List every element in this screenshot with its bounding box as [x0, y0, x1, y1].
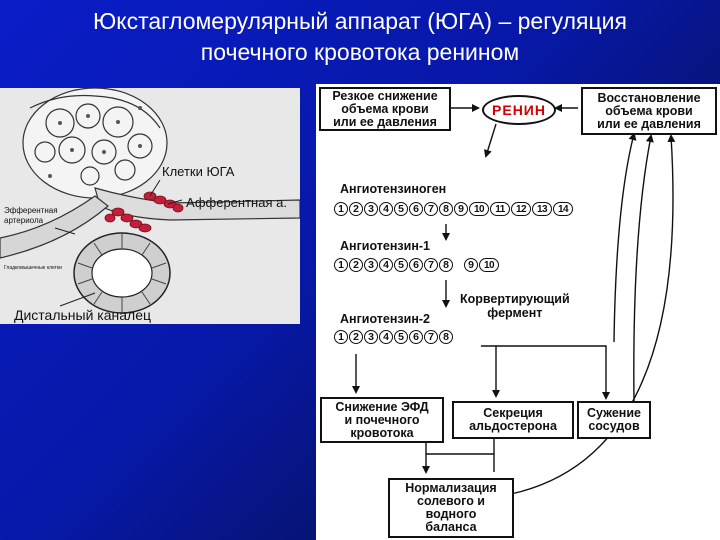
- label-efferent-line1: Эфферентная: [4, 206, 58, 215]
- effect-aldosterone-box: Секреция альдостерона: [452, 401, 574, 439]
- histology-figure: Клетки ЮГА Афферентная а. Эфферентная ар…: [0, 88, 300, 324]
- label-distal-tubule: Дистальный каналец: [14, 307, 152, 323]
- label-afferent-arteriole: Афферентная а.: [186, 195, 287, 210]
- enzyme-line-2: фермент: [487, 306, 543, 320]
- enzyme-line-1: Корвертирующий: [460, 292, 570, 306]
- amino-acid-residue: 5: [394, 258, 408, 272]
- amino-acid-residue: 12: [511, 202, 531, 216]
- amino-acid-residue: 8: [439, 258, 453, 272]
- result-line-3: водного: [425, 507, 477, 521]
- effect-vasoconstriction-line-2: сосудов: [588, 419, 640, 433]
- result-box: Нормализация солевого и водного баланса: [388, 478, 514, 538]
- amino-acid-residue: 2: [349, 202, 363, 216]
- amino-acid-residue: 14: [553, 202, 573, 216]
- label-smooth-muscle: Гладкомышечные клетки: [4, 265, 62, 271]
- angiotensin2-label: Ангиотензин-2: [340, 312, 430, 326]
- amino-acid-residue: 3: [364, 258, 378, 272]
- restoration-line-2: объема крови: [605, 103, 693, 118]
- angiotensinogen-label: Ангиотензиноген: [340, 182, 447, 196]
- amino-acid-residue: 9: [464, 258, 478, 272]
- amino-acid-residue: 7: [424, 258, 438, 272]
- amino-acid-residue: 5: [394, 330, 408, 344]
- amino-acid-residue: 5: [394, 202, 408, 216]
- amino-acid-residue: 1: [334, 258, 348, 272]
- effect-efd-line-3: кровотока: [350, 425, 414, 440]
- effect-vasoconstriction-line-1: Сужение: [587, 406, 641, 420]
- amino-acid-residue: 2: [349, 258, 363, 272]
- amino-acid-residue: 10: [479, 258, 499, 272]
- label-efferent-line2: артериола: [4, 216, 44, 225]
- effect-vasoconstriction-box: Сужение сосудов: [577, 401, 651, 439]
- amino-acid-residue: 7: [424, 330, 438, 344]
- amino-acid-residue: 8: [439, 330, 453, 344]
- effect-aldosterone-line-2: альдостерона: [469, 419, 557, 433]
- slide-title: Юкстагломерулярный аппарат (ЮГА) – регул…: [0, 6, 720, 68]
- title-line-1: Юкстагломерулярный аппарат (ЮГА) – регул…: [93, 8, 627, 34]
- amino-acid-residue: 4: [379, 202, 393, 216]
- angiotensin1-label: Ангиотензин-1: [340, 239, 430, 253]
- distal-tubule: [73, 232, 171, 314]
- amino-acid-residue: 3: [364, 330, 378, 344]
- amino-acid-residue: 8: [439, 202, 453, 216]
- amino-acid-residue: 11: [490, 202, 510, 216]
- amino-acid-residue: 3: [364, 202, 378, 216]
- result-line-2: солевого и: [417, 494, 485, 508]
- effect-efd-line-2: и почечного: [344, 412, 420, 427]
- effect-efd-box: Снижение ЭФД и почечного кровотока: [320, 397, 444, 443]
- amino-acid-residue: 4: [379, 330, 393, 344]
- glomerulus: [22, 88, 168, 199]
- amino-acid-residue: 13: [532, 202, 552, 216]
- amino-acid-residue: 1: [334, 330, 348, 344]
- histology-drawing: [0, 88, 300, 314]
- result-line-4: баланса: [425, 520, 477, 534]
- restoration-box: Восстановление объема крови или ее давле…: [581, 87, 717, 135]
- effect-efd-line-1: Снижение ЭФД: [335, 399, 429, 414]
- amino-acid-residue: 9: [454, 202, 468, 216]
- renin-node: РЕНИН: [482, 95, 556, 125]
- title-line-2: почечного кровотока ренином: [200, 39, 520, 65]
- renin-angiotensin-scheme: Резкое снижение объема крови или ее давл…: [316, 84, 720, 540]
- scheme-arrows: [352, 104, 676, 495]
- amino-acid-residue: 6: [409, 330, 423, 344]
- amino-acid-residue: 2: [349, 330, 363, 344]
- restoration-line-1: Восстановление: [597, 90, 701, 105]
- amino-acid-residue: 4: [379, 258, 393, 272]
- trigger-line-2: объема крови: [341, 101, 429, 116]
- amino-acid-residue: 7: [424, 202, 438, 216]
- amino-acid-residue: 1: [334, 202, 348, 216]
- trigger-box: Резкое снижение объема крови или ее давл…: [319, 87, 451, 131]
- converting-enzyme: Корвертирующий фермент: [460, 292, 570, 320]
- label-jga-cells: Клетки ЮГА: [162, 164, 235, 179]
- amino-acid-residue: 10: [469, 202, 489, 216]
- amino-acid-residue: 6: [409, 258, 423, 272]
- effect-aldosterone-line-1: Секреция: [483, 406, 543, 420]
- amino-acid-residue: 6: [409, 202, 423, 216]
- trigger-line-1: Резкое снижение: [332, 88, 438, 103]
- restoration-line-3: или ее давления: [597, 116, 701, 131]
- trigger-line-3: или ее давления: [333, 114, 437, 129]
- result-line-1: Нормализация: [405, 481, 497, 495]
